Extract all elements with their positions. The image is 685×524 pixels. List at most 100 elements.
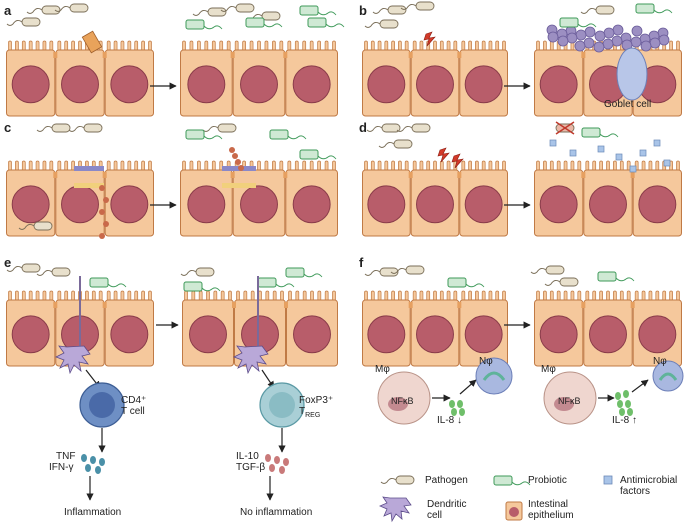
retained-molecule [238,165,244,171]
probiotic-tail [599,133,619,138]
pathogen-flagellum [68,125,85,132]
panel-label-d: d [359,120,367,135]
probiotic-tail [203,135,223,140]
mucin-granule [612,24,624,36]
il8-dot [619,408,625,416]
cell-nucleus [240,185,278,224]
cd4-label: CD4⁺ [121,395,147,406]
tight-junction [283,172,288,178]
epithelium-e-left [6,290,154,367]
mucin-granule [640,40,652,52]
legend-probiotic-icon [493,475,531,486]
pathogen-flagellum [26,7,43,14]
probiotic [245,17,283,28]
tight-junction [630,172,635,178]
legend-antimicrobial-icon [603,475,613,485]
cytokine-dot [81,454,87,462]
legend-epithelium-nucleus [509,507,519,517]
pathogen-body [51,267,71,277]
il8-up-label: IL-8 ↑ [612,415,638,426]
probiotic-body [185,19,205,30]
neutrophil-cell [475,357,513,395]
panel-label-a: a [4,3,12,18]
macrophage-cell [377,371,431,425]
tgf-label: TGF-β [236,462,266,473]
mucin-granule [557,35,569,47]
pathogen-body [41,5,61,15]
pathogen-body [395,475,415,485]
probiotic-tail [275,283,295,288]
pathogen-body [207,7,227,17]
tight-junction [232,302,236,308]
probiotic-tail [577,23,597,28]
damage-bolt-icon [437,147,450,163]
il8-dot [627,408,633,416]
macrophage-cell [543,371,597,425]
epithelium-d-left [362,160,509,237]
epithelium-a-right [180,40,339,117]
il8-dot [617,400,623,408]
goblet-cell-label: Goblet cell [604,99,652,110]
probiotic-tail [465,283,485,288]
probiotic [581,127,619,138]
probiotic-tail [201,287,221,292]
pathogen-body [545,265,565,275]
probiotic [185,19,223,30]
epithelium-f-left [362,290,509,367]
cell-nucleus [638,315,677,354]
probiotic [183,281,221,292]
cd4-label-2: T cell [121,406,145,417]
cytokine-dot [269,464,275,472]
cytokine-dot [95,466,101,474]
cell-nucleus [589,315,627,354]
cell-nucleus [110,315,149,354]
pathogen-flagellum [372,7,389,14]
goblet-cell [616,47,648,101]
mucin-granule [547,31,559,43]
panel-label-f: f [359,255,364,270]
probiotic [185,129,223,140]
probiotic-body [285,267,305,278]
pathogen-body [51,123,71,133]
tight-junction [283,52,288,58]
mucin-granule [575,29,587,41]
cell-nucleus [110,185,149,224]
tight-junction [53,52,58,58]
tight-junction [102,52,107,58]
probiotic-tail [303,273,323,278]
il8-dot [459,408,465,416]
pathogen [366,123,401,133]
tight-junction [457,172,462,178]
pathogen-flagellum [54,5,71,12]
cell-nucleus [367,185,406,224]
panel-label-c: c [4,120,12,135]
epithelium-f-right [534,290,683,367]
probiotic-tail [325,23,345,28]
neutrophil-cell [652,360,684,392]
dendritic-cell-icon [55,345,91,375]
cell-nucleus [638,185,677,224]
treg-label: TREG [299,406,321,419]
pathogen-flagellum [530,267,547,274]
il8-dot [449,400,455,408]
epithelium-d-right [534,160,683,237]
cytokine-dot [283,458,289,466]
cytokine-dot [99,458,105,466]
cell-nucleus [61,185,99,224]
antimicrobial-factor [663,159,671,167]
probiotic-body [299,149,319,160]
epithelium-c-right [180,160,339,237]
pathogen-flagellum [36,269,53,276]
treg-nucleus [269,392,295,418]
probiotic-tail [287,135,307,140]
probiotic [299,5,337,16]
tight-junction [408,52,413,58]
probiotic-body [89,277,109,288]
antimicrobial-factor [653,139,661,147]
pathogen-body [405,265,425,275]
cell-nucleus [187,65,226,104]
pathogen-flagellum [544,279,561,286]
pathogen-flagellum [192,9,209,16]
mucin-granule [658,34,670,46]
